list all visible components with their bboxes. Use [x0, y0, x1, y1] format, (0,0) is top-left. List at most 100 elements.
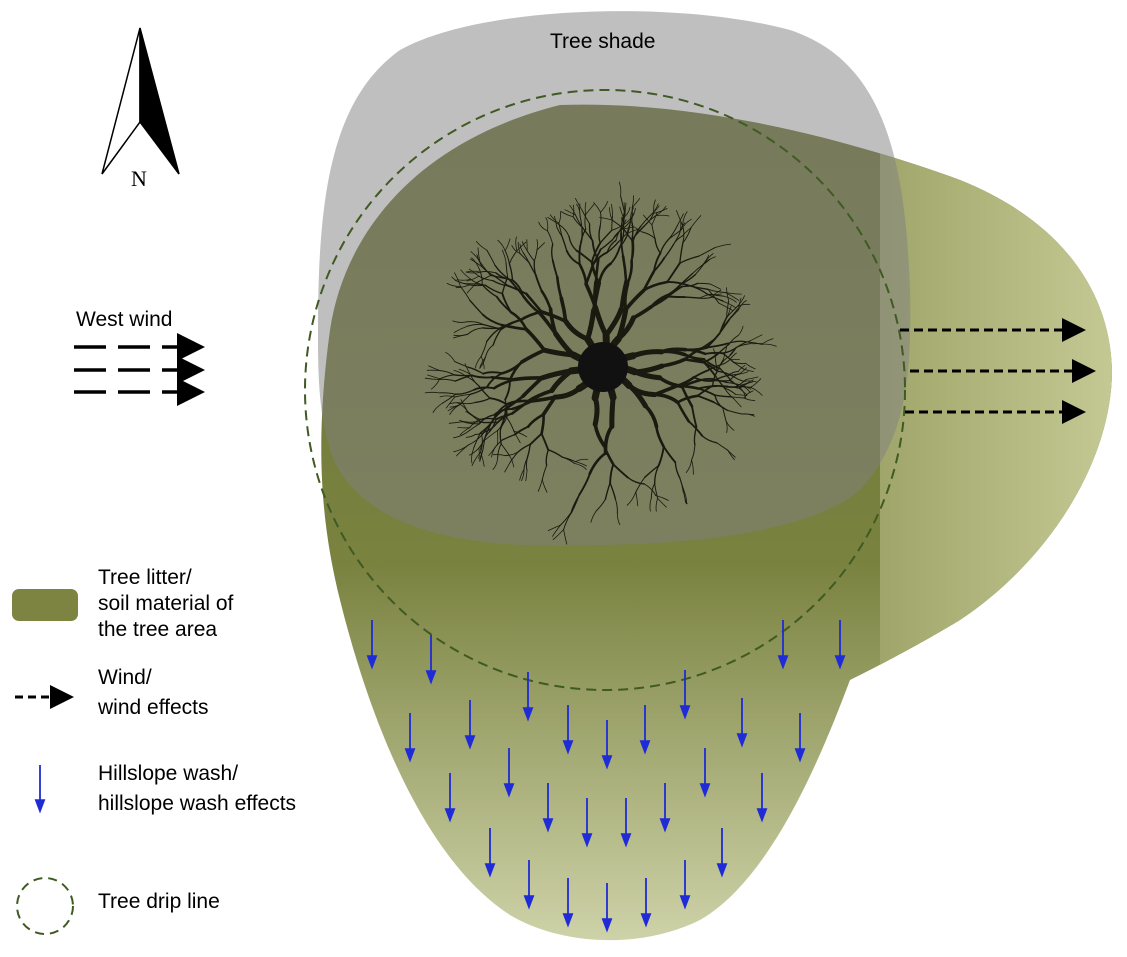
root-segment [593, 280, 598, 309]
root-segment [619, 279, 628, 311]
root-segment [522, 252, 530, 263]
root-segment [685, 459, 692, 473]
root-segment [515, 236, 518, 252]
root-segment [588, 223, 594, 242]
root-segment [620, 211, 626, 234]
root-segment [552, 385, 582, 400]
root-segment [591, 239, 600, 261]
root-segment [473, 386, 496, 391]
root-segment [592, 251, 609, 266]
root-segment [726, 287, 730, 302]
root-segment [497, 443, 502, 459]
root-segment [625, 212, 635, 224]
root-segment [631, 207, 633, 223]
root-segment [467, 434, 483, 446]
root-segment [504, 250, 510, 265]
root-segment [681, 218, 692, 230]
root-segment [624, 202, 627, 215]
root-segment [512, 376, 544, 382]
root-segment [682, 211, 688, 226]
legend: Tree litter/ soil material of the tree a… [12, 566, 296, 935]
root-segment [520, 348, 547, 364]
root-segment [552, 529, 564, 540]
root-segment [466, 321, 484, 326]
tree-shade-label: Tree shade [550, 30, 655, 53]
root-segment [595, 498, 606, 512]
root-segment [447, 404, 460, 412]
root-segment [718, 302, 734, 311]
root-segment [466, 410, 481, 420]
root-segment [674, 461, 681, 479]
root-segment [618, 181, 622, 197]
root-segment [703, 358, 722, 370]
root-segment [504, 451, 519, 457]
root-segment [623, 288, 646, 312]
root-segment [679, 255, 700, 264]
root-segment [650, 293, 669, 308]
root-segment [733, 398, 742, 408]
root-segment [726, 340, 747, 345]
root-segment [606, 241, 620, 254]
root-segment [481, 266, 495, 276]
root-segment [590, 510, 597, 523]
root-segment [631, 197, 641, 208]
root-segment [651, 224, 656, 240]
root-segment [659, 238, 670, 254]
root-segment [682, 224, 685, 244]
root-segment [720, 359, 731, 366]
root-segment [654, 464, 660, 485]
root-segment [654, 237, 662, 254]
root-segment [441, 393, 456, 404]
root-segment [454, 272, 461, 287]
root-segment [453, 444, 469, 453]
root-segment [657, 445, 665, 467]
root-segment [524, 327, 547, 353]
root-segment [676, 210, 683, 226]
root-segment [738, 300, 747, 311]
root-segment [743, 380, 757, 383]
root-segment [492, 454, 506, 456]
root-segment [697, 387, 716, 397]
root-segment [575, 461, 587, 467]
root-segment [740, 379, 754, 386]
root-segment [431, 378, 440, 390]
root-segment [666, 282, 683, 297]
tree-drip-line [304, 89, 906, 691]
root-segment [620, 195, 625, 213]
root-segment [721, 352, 735, 364]
root-segment [424, 391, 440, 394]
root-segment [468, 268, 480, 277]
root-segment [517, 241, 521, 254]
root-segment [488, 447, 496, 456]
root-segment [611, 204, 613, 217]
root-segment [578, 244, 582, 266]
root-segment [654, 483, 659, 499]
root-segment [599, 229, 613, 244]
root-segment [545, 217, 549, 232]
root-segment [454, 393, 472, 398]
root-segment [655, 498, 658, 512]
root-segment [454, 389, 475, 395]
root-segment [725, 420, 728, 433]
root-segment [730, 308, 739, 318]
root-segment [609, 482, 617, 500]
root-segment [737, 325, 744, 336]
root-segment [525, 470, 528, 482]
root-segment [594, 258, 600, 284]
root-segment [541, 479, 548, 493]
root-segment [716, 442, 729, 451]
root-segment [478, 436, 486, 449]
root-segment [482, 327, 502, 330]
root-segment [536, 239, 538, 251]
root-segment [570, 494, 580, 514]
root-segment [657, 498, 667, 508]
root-segment [598, 225, 601, 244]
root-segment [707, 288, 727, 294]
root-segment [662, 445, 677, 464]
root-segment [485, 344, 494, 358]
root-segment [674, 384, 700, 390]
root-segment [684, 348, 707, 356]
root-segment [445, 396, 456, 409]
root-segment [469, 386, 488, 395]
root-segment [438, 378, 456, 382]
